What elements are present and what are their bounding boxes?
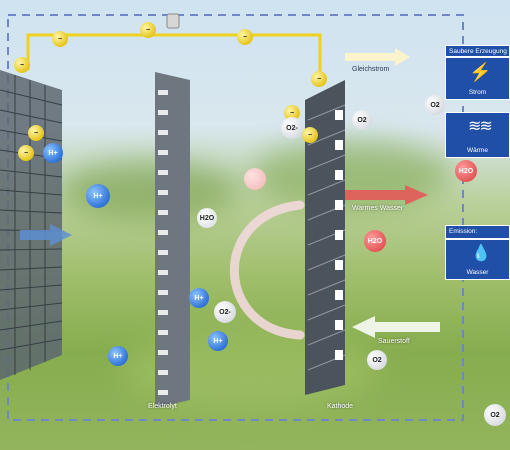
- electron: −: [28, 125, 44, 141]
- panel-strom-label: Strom: [468, 89, 487, 96]
- panel-wasser: 💧 Wasser: [445, 239, 510, 280]
- water-molecule-warm: [244, 168, 266, 190]
- oxygen-molecule: O2: [352, 110, 372, 130]
- oxide-ion: O2-: [214, 301, 236, 323]
- oxide-ion: O2-: [281, 117, 303, 139]
- system-boundary: [7, 14, 464, 421]
- panel-heading-saubere-erzeugung: Saubere Erzeugung: [445, 45, 510, 57]
- hydrogen-ion: H+: [208, 331, 228, 351]
- proton-flow-arrow: [20, 224, 72, 246]
- label-gleichstrom: Gleichstrom: [352, 66, 390, 73]
- electron: −: [14, 57, 30, 73]
- electrolyte-membrane: [155, 72, 190, 408]
- electron: −: [18, 145, 34, 161]
- panel-strom: ⚡ Strom: [445, 57, 510, 100]
- electron: −: [237, 29, 253, 45]
- panel-heading-emission: Emission:: [445, 225, 510, 239]
- label-warmes-wasser: Warmes Wasser: [352, 205, 404, 212]
- ion-flow-arrow: [229, 200, 305, 340]
- oxygen-molecule: O2: [367, 350, 387, 370]
- warm-water-arrow: [345, 185, 428, 205]
- label-kathode: Kathode: [327, 403, 354, 410]
- gleichstrom-arrow: [345, 48, 410, 66]
- heat-waves-icon: ≋≋: [468, 118, 493, 135]
- oxygen-molecule: O2: [425, 95, 445, 115]
- electron: −: [302, 127, 318, 143]
- panel-waerme-label: Wärme: [467, 147, 488, 154]
- electron: −: [140, 22, 156, 38]
- water-molecule-hot: H2O: [364, 230, 386, 252]
- electron: −: [52, 31, 68, 47]
- hydrogen-ion: H+: [108, 346, 128, 366]
- water-drop-icon: 💧: [471, 245, 491, 262]
- water-molecule: H2O: [197, 208, 217, 228]
- hydrogen-ion: H+: [189, 288, 209, 308]
- oxygen-arrow: [352, 316, 440, 338]
- lightning-icon: ⚡: [469, 62, 492, 82]
- electric-circuit-wire: [26, 33, 322, 80]
- oxygen-molecule: O2: [484, 404, 506, 426]
- anode-electrode: [0, 70, 63, 380]
- cathode-electrode: [305, 80, 346, 395]
- hydrogen-ion: H+: [86, 184, 110, 208]
- panel-wasser-label: Wasser: [466, 269, 489, 276]
- electron: −: [311, 71, 327, 87]
- label-elektrolyt: Elektrolyt: [148, 403, 177, 410]
- hydrogen-ion: H+: [43, 143, 63, 163]
- panel-waerme: ≋≋ Wärme: [445, 112, 510, 158]
- load-device-icon: [166, 13, 180, 29]
- water-molecule-hot: H2O: [455, 160, 477, 182]
- label-sauerstoff: Sauerstoff: [378, 338, 410, 345]
